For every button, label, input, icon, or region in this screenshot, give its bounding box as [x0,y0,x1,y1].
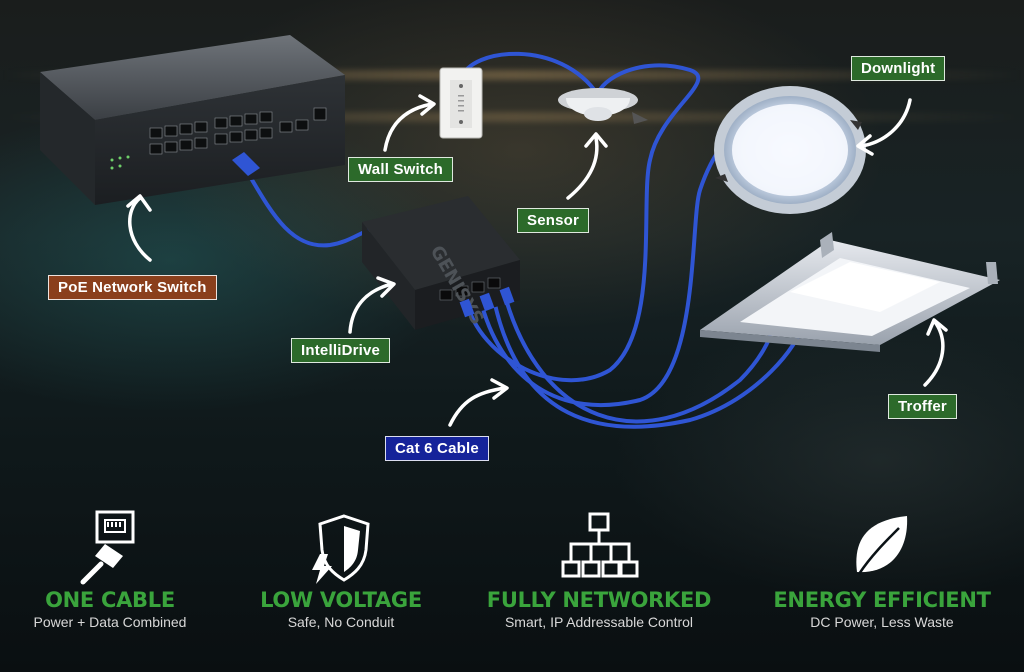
arrow-sensor [566,136,599,200]
feature-title: ENERGY EFFICIENT [773,588,991,612]
network-tree-icon [561,512,639,578]
feature-energy-efficient: ENERGY EFFICIENT DC Power, Less Waste [762,510,1002,630]
arrow-head [584,132,608,148]
feature-title: FULLY NETWORKED [486,588,712,612]
feature-subtitle: Power + Data Combined [33,614,187,630]
leaf-icon [856,516,908,575]
feature-title: LOW VOLTAGE [260,588,422,612]
cable-to-troffer-2 [503,294,774,424]
label-troffer: Troffer [888,394,957,419]
ceiling-light-band [0,70,1024,80]
feature-fully-networked: FULLY NETWORKED Smart, IP Addressable Co… [479,510,719,630]
rj45-connector [232,152,260,176]
feature-subtitle: Smart, IP Addressable Control [504,614,694,630]
pointer-arrows [126,94,948,427]
label-downlight: Downlight [851,56,946,81]
feature-subtitle: Safe, No Conduit [287,614,395,630]
intellidrive-device: GENISYS [362,196,520,330]
shield-bolt-icon [312,514,370,584]
feature-one-cable: ONE CABLE Power + Data Combined [0,510,230,630]
feature-low-voltage: LOW VOLTAGE Safe, No Conduit [221,510,461,630]
arrow-head [856,134,874,156]
cable-to-troffer [492,298,802,429]
label-sensor: Sensor [517,208,590,233]
sensor-device [558,88,648,124]
arrow-head [126,194,152,212]
cat6-cables [243,51,802,429]
arrow-cat6 [448,386,507,427]
ceiling-light-band [0,112,1024,122]
arrow-head [926,318,948,336]
arrow-wall-switch [383,102,434,152]
downlight-device [714,86,866,214]
poe-switch-device [40,35,345,205]
wall-switch-device [439,67,483,139]
label-intellidrive: IntelliDrive [291,338,391,363]
label-poe-network-switch: PoE Network Switch [48,275,217,300]
cable-to-sensor [464,63,701,383]
feature-title: ONE CABLE [45,588,175,612]
arrow-head [376,276,396,298]
troffer-device [700,232,1000,352]
arrow-downlight [860,98,912,148]
arrow-troffer [923,320,945,387]
arrow-intellidrive [348,282,394,334]
arrow-head [418,94,436,116]
cable-switch-to-intellidrive [243,166,377,248]
arrow-poe-switch [128,196,152,262]
rj45-connectors [459,286,515,318]
arrow-head [490,378,509,400]
label-wall-switch: Wall Switch [348,157,453,182]
label-cat6-cable: Cat 6 Cable [385,436,489,461]
feature-subtitle: DC Power, Less Waste [810,614,954,630]
ethernet-cable-icon [80,510,135,585]
